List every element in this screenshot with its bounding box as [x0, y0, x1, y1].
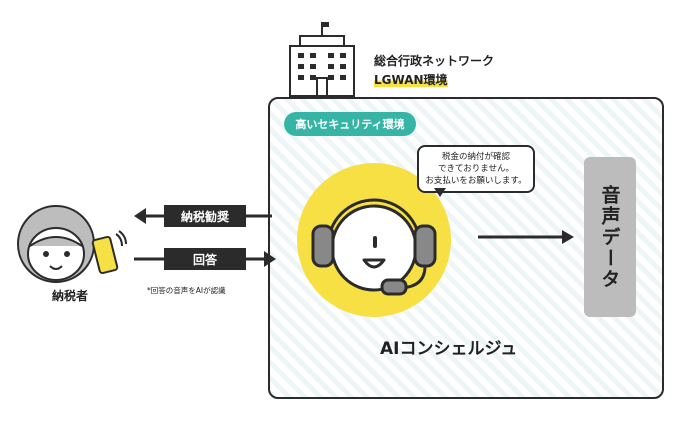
- person-icon: [17, 205, 95, 283]
- voice-data-label: 音声データ: [598, 184, 621, 290]
- speech-bubble: 税金の納付が確認 できておりません。 お支払いをお願いします。: [417, 145, 535, 193]
- speech-line2: できておりません。: [438, 164, 514, 174]
- kanshou-label: 納税勧奨: [164, 205, 246, 227]
- building-icon: [289, 22, 355, 97]
- taxpayer-label: 納税者: [52, 289, 89, 303]
- arrow-right-icon: [478, 230, 574, 244]
- speech-line1: 税金の納付が確認: [441, 152, 510, 162]
- robot-headset-icon: [297, 163, 451, 317]
- speech-line3: お支払いをお願いします。: [425, 176, 527, 186]
- recognition-note: *回答の音声をAIが認識: [147, 286, 226, 295]
- network-line2: LGWAN環境: [374, 73, 448, 87]
- phone-icon: [91, 230, 127, 275]
- network-line1: 総合行政ネットワーク: [374, 54, 495, 68]
- kaitou-label: 回答: [164, 248, 246, 270]
- concierge-label: AIコンシェルジュ: [380, 339, 518, 359]
- security-badge: 高いセキュリティ環境: [284, 112, 416, 136]
- voice-data-box: 音声データ: [584, 157, 636, 317]
- network-label: 総合行政ネットワーク LGWAN環境: [374, 52, 494, 90]
- bubble-tail: [434, 188, 446, 197]
